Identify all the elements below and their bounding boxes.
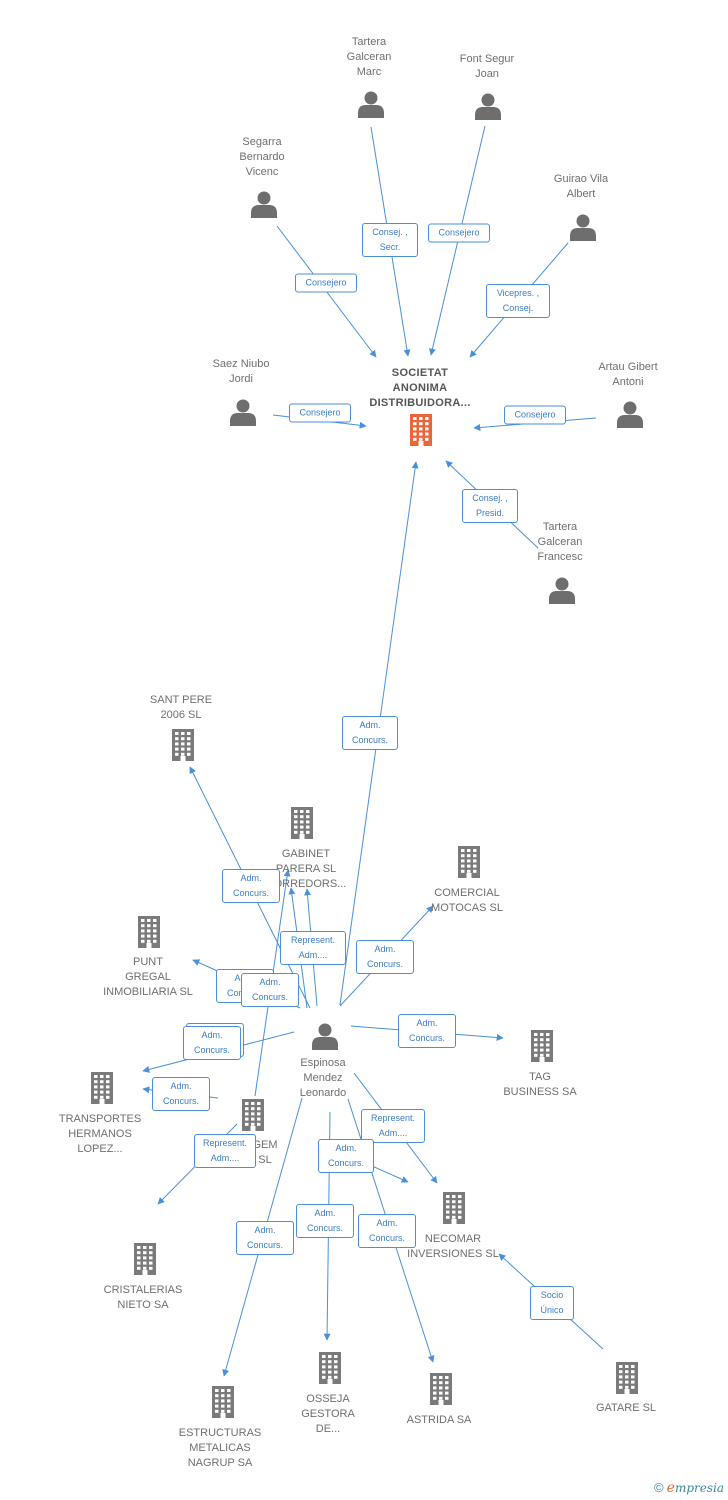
building-icon-osseja[interactable] — [319, 1352, 341, 1384]
node-label-estructuras[interactable]: ESTRUCTURAS METALICAS NAGRUP SA — [178, 1427, 262, 1469]
person-icon-tartera-francesc[interactable] — [549, 577, 575, 605]
node-label-saez[interactable]: Saez Niubo Jordi — [212, 358, 270, 385]
relation-label-r7[interactable]: Consej. , Presid. — [462, 489, 518, 523]
building-icon-gem[interactable] — [242, 1099, 264, 1131]
person-icon-tartera-marc[interactable] — [358, 91, 384, 119]
relation-label-r21[interactable]: Adm. Concurs. — [296, 1204, 354, 1238]
node-label-artau[interactable]: Artau Gibert Antoni — [598, 361, 658, 388]
node-label-cristalerias[interactable]: CRISTALERIAS NIETO SA — [103, 1284, 183, 1311]
relation-label-r6[interactable]: Consejero — [504, 405, 566, 425]
node-label-necomar[interactable]: NECOMAR INVERSIONES SL — [407, 1233, 499, 1260]
brand-footer: ©empresia — [654, 1480, 724, 1496]
relation-label-r23[interactable]: Adm. Concurs. — [358, 1214, 416, 1248]
building-icon-cristalerias[interactable] — [134, 1243, 156, 1275]
building-icon-necomar[interactable] — [443, 1192, 465, 1224]
building-icon-tag[interactable] — [531, 1030, 553, 1062]
relation-label-r14[interactable]: Adm. Concurs. — [183, 1026, 241, 1060]
node-label-gabinet[interactable]: GABINET PARERA SL CORREDORS... — [265, 848, 347, 890]
person-icon-guirao[interactable] — [570, 214, 596, 242]
relation-label-r20[interactable]: Adm. Concurs. — [318, 1139, 374, 1173]
relation-label-r2[interactable]: Consejero — [428, 223, 490, 243]
node-label-tartera-francesc[interactable]: Tartera Galceran Francesc — [537, 521, 583, 563]
node-label-font-segur[interactable]: Font Segur Joan — [459, 53, 515, 80]
brand-logo-text: mpresia — [674, 1481, 724, 1495]
node-label-espinosa[interactable]: Espinosa Mendez Leonardo — [299, 1057, 347, 1099]
relation-label-r17[interactable]: Represent. Adm.... — [194, 1134, 256, 1168]
relation-label-r18[interactable]: Represent. Adm.... — [361, 1109, 425, 1143]
relation-label-r16[interactable]: Adm. Concurs. — [152, 1077, 210, 1111]
node-label-center[interactable]: SOCIETAT ANONIMA DISTRIBUIDORA... — [369, 367, 471, 409]
relation-label-r19[interactable]: Adm. Concurs. — [241, 973, 299, 1007]
node-label-tartera-marc[interactable]: Tartera Galceran Marc — [346, 36, 392, 78]
node-label-sant-pere[interactable]: SANT PERE 2006 SL — [149, 694, 213, 721]
relation-label-r8[interactable]: Adm. Concurs. — [342, 716, 398, 750]
node-label-punt[interactable]: PUNT GREGAL INMOBILIARIA SL — [103, 956, 193, 998]
relation-label-r10[interactable]: Represent. Adm.... — [280, 931, 346, 965]
copyright-icon: © — [654, 1480, 664, 1495]
node-label-gem[interactable]: GEM SL — [252, 1139, 278, 1166]
node-label-astrida[interactable]: ASTRIDA SA — [406, 1414, 472, 1426]
building-icon-transportes[interactable] — [91, 1072, 113, 1104]
relation-label-r9[interactable]: Adm. Concurs. — [222, 869, 280, 903]
center-company-building-icon[interactable] — [410, 414, 432, 446]
relation-label-r22[interactable]: Adm. Concurs. — [236, 1221, 294, 1255]
node-label-transportes[interactable]: TRANSPORTES HERMANOS LOPEZ... — [58, 1113, 142, 1155]
node-label-guirao[interactable]: Guirao Vila Albert — [553, 173, 609, 200]
relation-label-r4[interactable]: Vicepres. , Consej. — [486, 284, 550, 318]
node-label-segarra[interactable]: Segarra Bernardo Vicenc — [239, 136, 285, 178]
building-icon-estructuras[interactable] — [212, 1386, 234, 1418]
person-icon-espinosa[interactable] — [312, 1023, 338, 1051]
relation-label-r1[interactable]: Consej. , Secr. — [362, 223, 418, 257]
building-icon-sant-pere[interactable] — [172, 729, 194, 761]
building-icon-punt[interactable] — [138, 916, 160, 948]
relation-label-r15[interactable]: Adm. Concurs. — [398, 1014, 456, 1048]
node-label-gatare[interactable]: GATARE SL — [595, 1402, 657, 1414]
brand-logo-initial: e — [666, 1480, 675, 1496]
node-label-comercial[interactable]: COMERCIAL MOTOCAS SL — [431, 887, 503, 914]
building-icon-gabinet[interactable] — [291, 807, 313, 839]
person-icon-saez[interactable] — [230, 399, 256, 427]
person-icon-segarra[interactable] — [251, 191, 277, 219]
person-icon-font-segur[interactable] — [475, 93, 501, 121]
relation-label-r3[interactable]: Consejero — [295, 273, 357, 293]
building-icon-comercial[interactable] — [458, 846, 480, 878]
person-icon-artau[interactable] — [617, 401, 643, 429]
node-label-osseja[interactable]: OSSEJA GESTORA DE... — [301, 1393, 355, 1435]
node-layer — [91, 91, 643, 1418]
node-label-tag[interactable]: TAG BUSINESS SA — [503, 1071, 577, 1098]
building-icon-astrida[interactable] — [430, 1373, 452, 1405]
building-icon-gatare[interactable] — [616, 1362, 638, 1394]
relation-label-r24[interactable]: Socio Único — [530, 1286, 574, 1320]
relation-label-r5[interactable]: Consejero — [289, 403, 351, 423]
relation-label-r11[interactable]: Adm. Concurs. — [356, 940, 414, 974]
